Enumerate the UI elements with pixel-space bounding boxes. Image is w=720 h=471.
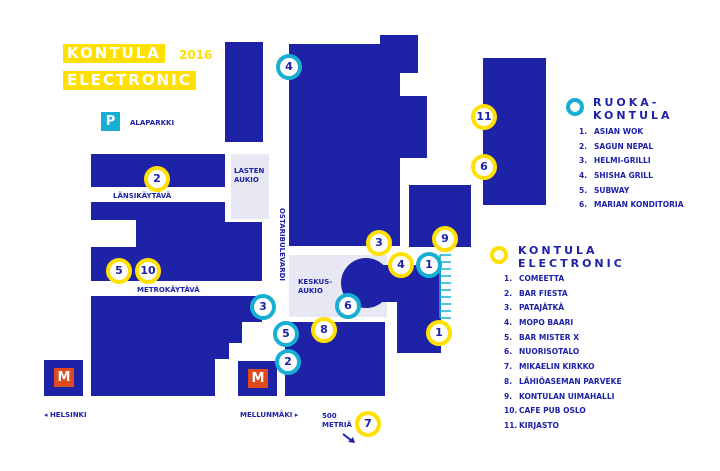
distance-label: 500 METRIÄ — [322, 412, 352, 429]
venue-marker[interactable]: 11 — [471, 104, 497, 130]
venue-marker[interactable]: 3 — [366, 230, 392, 256]
legend-item: 6.NUORISOTALO — [504, 347, 580, 357]
metro-icon: M — [54, 368, 74, 387]
building — [289, 35, 427, 246]
food-marker[interactable]: 5 — [273, 321, 299, 347]
venue-marker[interactable]: 2 — [144, 166, 170, 192]
legend-food-title: RUOKA-KONTULA — [593, 96, 673, 122]
legend-item: 11.KIRJASTO — [504, 420, 559, 430]
title-electronic: ELECTRONIC — [63, 71, 196, 90]
legend-item: 8.LÄHIÖASEMAN PARVEKE — [504, 376, 622, 386]
direction-label: ◂ HELSINKI — [44, 411, 87, 419]
parking-icon: P — [101, 112, 120, 131]
legend-item: 6.MARIAN KONDITORIA — [579, 200, 684, 210]
building — [91, 202, 262, 281]
food-marker[interactable]: 4 — [276, 54, 302, 80]
title-year: 2016 — [179, 48, 213, 62]
legend-electronic-title: KONTULA ELECTRONIC — [518, 244, 625, 270]
venue-marker[interactable]: 1 — [426, 320, 452, 346]
legend-food-list: 1.ASIAN WOK 2.SAGUN NEPAL 3.HELMI-GRILLI… — [579, 127, 684, 215]
legend-item: 3.PATAJÄTKÄ — [504, 303, 565, 313]
legend-item: 4.SHISHA GRILL — [579, 171, 653, 181]
building — [91, 296, 262, 396]
legend-item: 1.COMEETTA — [504, 274, 565, 283]
lasten-aukio-square — [231, 154, 269, 219]
food-marker[interactable]: 2 — [275, 349, 301, 375]
building — [483, 58, 546, 205]
legend-item: 2.BAR FIESTA — [504, 288, 568, 298]
venue-marker[interactable]: 8 — [311, 317, 337, 343]
title-kontula: KONTULA — [63, 44, 165, 63]
food-marker[interactable]: 6 — [335, 293, 361, 319]
venue-marker[interactable]: 4 — [388, 252, 414, 278]
food-marker[interactable]: 3 — [250, 294, 276, 320]
metro-icon: M — [248, 369, 268, 388]
building — [225, 42, 263, 142]
legend-item: 1.ASIAN WOK — [579, 127, 644, 136]
parking-label: ALAPARKKI — [130, 119, 175, 127]
venue-marker[interactable]: 7 — [355, 411, 381, 437]
direction-label: MELLUNMÄKI ▸ — [240, 411, 299, 419]
square-label: KESKUS-AUKIO — [298, 278, 333, 295]
venue-marker[interactable]: 9 — [432, 226, 458, 252]
street-label: OSTARIBULEVARDI — [278, 207, 287, 282]
legend-item: 5.SUBWAY — [579, 185, 630, 195]
cyan-ring-icon — [566, 98, 584, 116]
square-label: LASTEN AUKIO — [234, 167, 265, 184]
street-label: METROKÄYTÄVÄ — [137, 286, 200, 294]
legend-item: 2.SAGUN NEPAL — [579, 141, 654, 151]
legend-item: 10.CAFE PUB OSLO — [504, 406, 586, 416]
legend-item: 4.MOPO BAARI — [504, 318, 574, 328]
venue-marker[interactable]: 6 — [471, 154, 497, 180]
legend-item: 9.KONTULAN UIMAHALLI — [504, 391, 615, 401]
venue-marker[interactable]: 5 — [106, 258, 132, 284]
street-label: LÄNSIKÄYTÄVÄ — [113, 192, 172, 200]
legend-electronic-list: 1.COMEETTA 2.BAR FIESTA 3.PATAJÄTKÄ 4.MO… — [504, 274, 622, 436]
venue-marker[interactable]: 10 — [135, 258, 161, 284]
legend-item: 3.HELMI-GRILLI — [579, 156, 651, 166]
yellow-ring-icon — [490, 246, 508, 264]
food-marker[interactable]: 1 — [416, 252, 442, 278]
legend-item: 7.MIKAELIN KIRKKO — [504, 362, 595, 372]
legend-item: 5.BAR MISTER X — [504, 332, 579, 342]
